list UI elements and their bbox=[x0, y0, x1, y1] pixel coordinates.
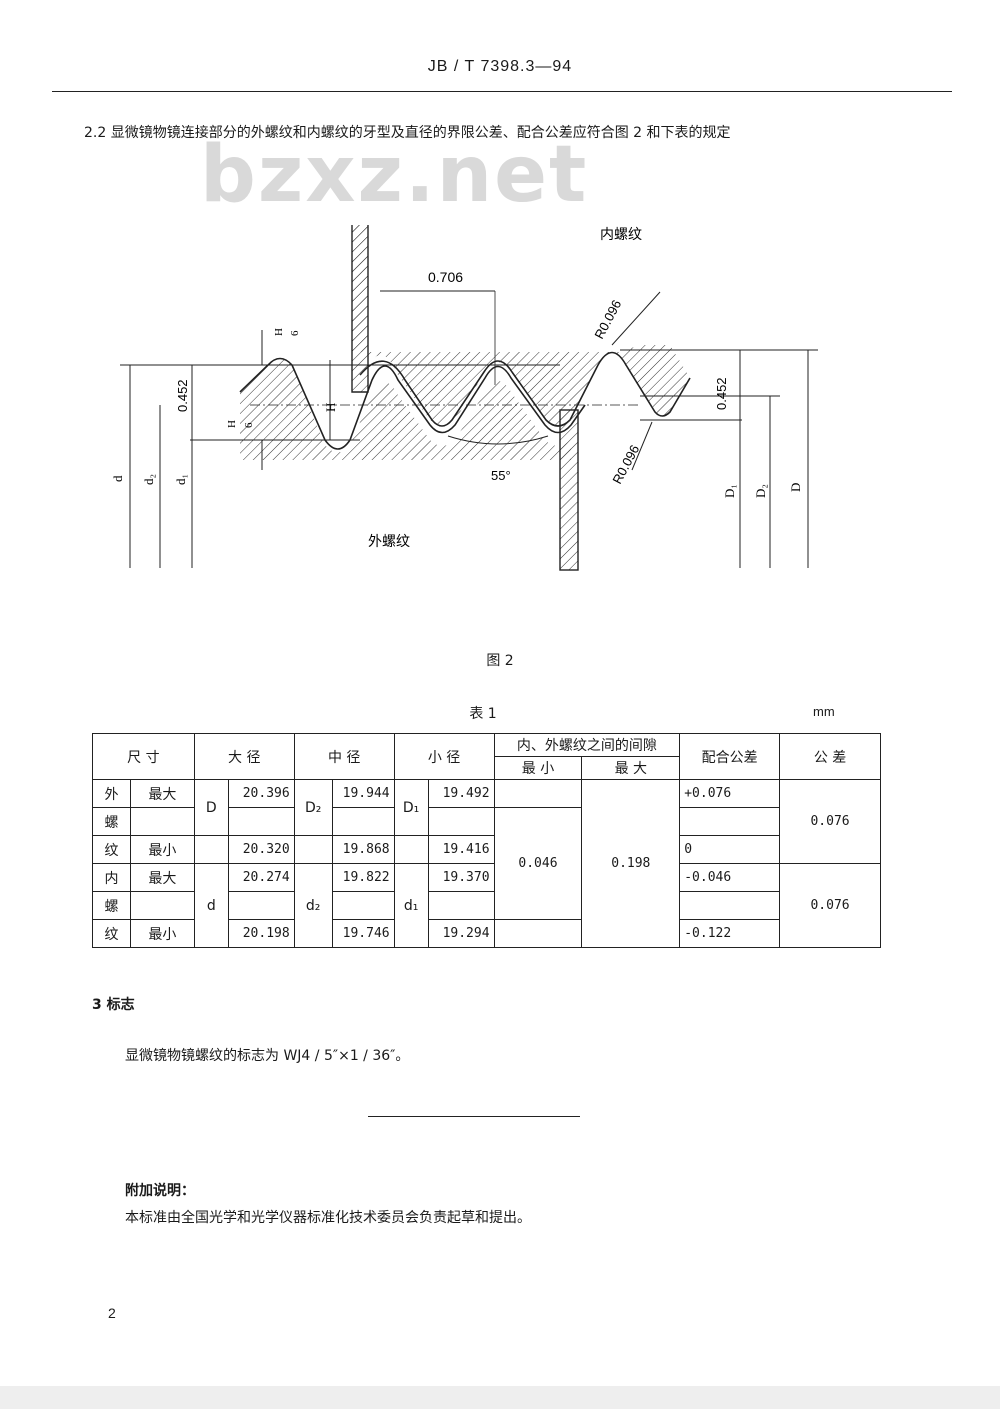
header-clearance: 内、外螺纹之间的间隙 bbox=[493, 733, 681, 757]
ext-min-label: 最小 bbox=[129, 835, 195, 864]
label-external-thread: 外螺纹 bbox=[368, 534, 410, 550]
int-minor-min: 19.294 bbox=[427, 919, 495, 948]
header-tolerance: 公 差 bbox=[779, 733, 881, 780]
int-fit-min: -0.122 bbox=[679, 919, 781, 948]
int-max-label: 最大 bbox=[129, 863, 195, 892]
page-number: 2 bbox=[108, 1305, 116, 1321]
clearance-max-value: 0.198 bbox=[581, 779, 681, 948]
ext-major-max: 20.396 bbox=[227, 779, 295, 808]
external-thread-body bbox=[240, 358, 571, 460]
label-H6-top-num: H bbox=[273, 328, 285, 336]
label-pitch-half: 0.706 bbox=[428, 269, 463, 285]
end-rule bbox=[368, 1116, 580, 1117]
internal-thread-body bbox=[352, 225, 690, 426]
int-pitch-max: 19.822 bbox=[331, 863, 395, 892]
external-wall bbox=[559, 409, 579, 571]
section-3-body: 显微镜物镜螺纹的标志为 WJ4 / 5″×1 / 36″。 bbox=[125, 1048, 410, 1064]
header-size: 尺 寸 bbox=[92, 733, 195, 780]
note-title: 附加说明： bbox=[125, 1183, 195, 1199]
internal-profile-line bbox=[359, 351, 691, 427]
label-D: D bbox=[788, 483, 803, 492]
int-major-max: 20.274 bbox=[227, 863, 295, 892]
section-3-title: 3 标志 bbox=[92, 997, 135, 1013]
int-label-3: 纹 bbox=[92, 919, 131, 948]
ext-label-1: 外 bbox=[92, 779, 131, 808]
label-d2: d₂ bbox=[141, 474, 156, 485]
header-pitch-diameter: 中 径 bbox=[293, 733, 395, 780]
header-minor-diameter: 小 径 bbox=[393, 733, 495, 780]
int-minor-max: 19.370 bbox=[427, 863, 495, 892]
tolerance-table: 尺 寸 大 径 中 径 小 径 内、外螺纹之间的间隙 配合公差 公 差 最 小 … bbox=[92, 733, 881, 948]
int-min-label: 最小 bbox=[129, 919, 195, 948]
label-radius-top: R0.096 bbox=[591, 297, 624, 341]
ext-minor-max: 19.492 bbox=[427, 779, 495, 808]
external-profile-line bbox=[239, 357, 586, 450]
note-body: 本标准由全国光学和光学仪器标准化技术委员会负责起草和提出。 bbox=[125, 1210, 531, 1226]
label-depth-right: 0.452 bbox=[714, 377, 729, 410]
internal-wall bbox=[351, 225, 369, 393]
int-label-1: 内 bbox=[92, 863, 131, 892]
ext-minor-min: 19.416 bbox=[427, 835, 495, 864]
standard-number: JB / T 7398.3—94 bbox=[427, 58, 573, 75]
ext-pitch-max: 19.944 bbox=[331, 779, 395, 808]
int-major-min: 20.198 bbox=[227, 919, 295, 948]
ext-pitch-symbol: D₂ bbox=[293, 779, 333, 836]
label-depth-left: 0.452 bbox=[175, 379, 190, 412]
ext-pitch-min: 19.868 bbox=[331, 835, 395, 864]
header-clearance-min: 最 小 bbox=[493, 756, 583, 780]
thread-profile-figure: 内螺纹 外螺纹 0.706 R0.096 R0.096 0.452 0.452 … bbox=[110, 225, 818, 571]
label-H6-bot-den: 6 bbox=[243, 422, 255, 428]
label-radius-bottom: R0.096 bbox=[609, 442, 642, 486]
scan-bottom-strip bbox=[0, 1386, 1000, 1409]
int-fit-max: -0.046 bbox=[679, 863, 781, 892]
ext-minor-symbol: D₁ bbox=[393, 779, 429, 836]
label-D1: D₁ bbox=[722, 484, 737, 498]
label-angle: 55° bbox=[491, 468, 511, 483]
ext-major-symbol: D bbox=[193, 779, 229, 836]
header-clearance-max: 最 大 bbox=[581, 756, 681, 780]
int-label-2: 螺 bbox=[92, 891, 131, 920]
section-2-2-paragraph: 2.2 显微镜物镜连接部分的外螺纹和内螺纹的牙型及直径的界限公差、配合公差应符合… bbox=[84, 125, 731, 141]
int-pitch-min: 19.746 bbox=[331, 919, 395, 948]
header-rule bbox=[52, 91, 952, 92]
label-d: d bbox=[110, 475, 125, 482]
ext-max-label: 最大 bbox=[129, 779, 195, 808]
ext-tolerance: 0.076 bbox=[779, 779, 881, 864]
label-D2: D₂ bbox=[753, 484, 768, 498]
ext-label-3: 纹 bbox=[92, 835, 131, 864]
label-d1: d₁ bbox=[173, 474, 188, 485]
ext-fit-max: +0.076 bbox=[679, 779, 781, 808]
int-major-symbol: d bbox=[193, 863, 229, 948]
ext-major-min: 20.320 bbox=[227, 835, 295, 864]
label-H6-bot-num: H bbox=[226, 420, 238, 428]
int-tolerance: 0.076 bbox=[779, 863, 881, 948]
table-caption: 表 1 bbox=[469, 706, 497, 722]
label-H: H bbox=[323, 403, 338, 412]
label-H6-top-den: 6 bbox=[289, 330, 301, 336]
int-minor-symbol: d₁ bbox=[393, 863, 429, 948]
header-fit-tolerance: 配合公差 bbox=[679, 733, 781, 780]
clearance-min-value: 0.046 bbox=[493, 807, 583, 920]
table-unit: mm bbox=[813, 704, 835, 719]
label-internal-thread: 内螺纹 bbox=[600, 227, 642, 243]
header-major-diameter: 大 径 bbox=[193, 733, 295, 780]
watermark-text: bzxz.net bbox=[200, 130, 589, 220]
ext-fit-min: 0 bbox=[679, 835, 781, 864]
ext-label-2: 螺 bbox=[92, 807, 131, 836]
figure-caption: 图 2 bbox=[486, 653, 514, 669]
int-pitch-symbol: d₂ bbox=[293, 863, 333, 948]
